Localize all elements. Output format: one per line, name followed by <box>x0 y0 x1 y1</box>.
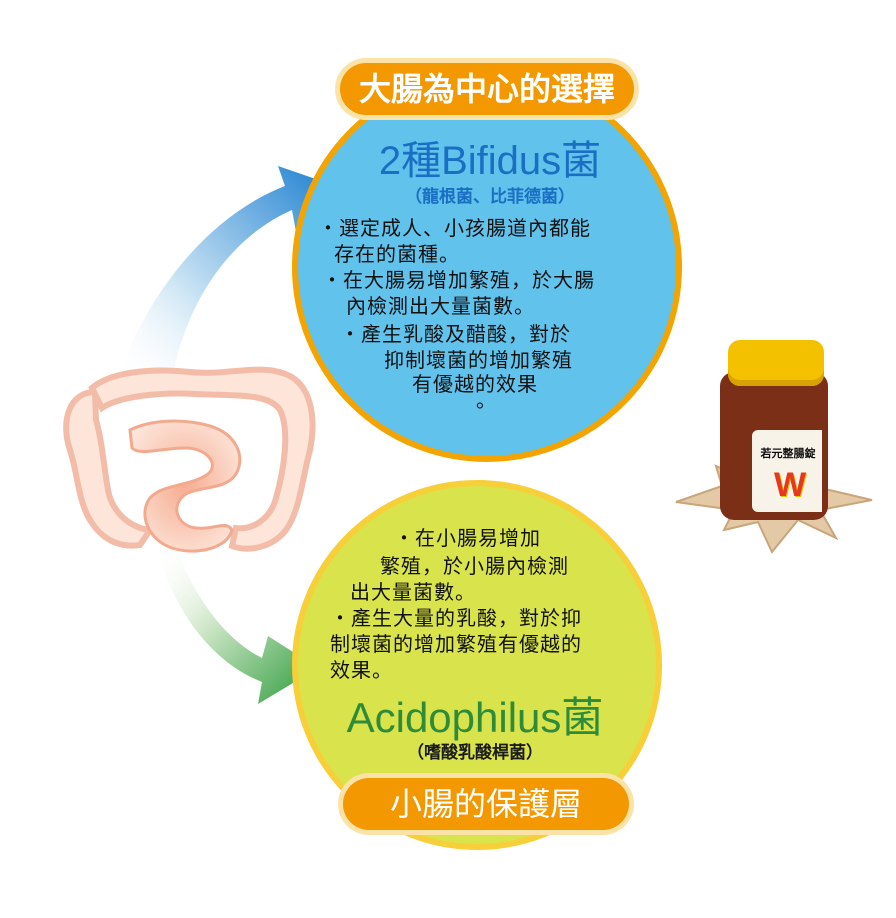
bifidus-line-7: 有優越的效果 <box>412 372 538 396</box>
product-name: 若元整腸錠 <box>760 447 816 460</box>
acidophilus-line-4: ・產生大量的乳酸，對於抑 <box>330 606 582 630</box>
product-logo: W <box>773 466 807 504</box>
blue-arrow <box>120 166 336 380</box>
acidophilus-line-6: 效果。 <box>330 658 393 682</box>
bifidus-line-8: 。 <box>476 388 497 412</box>
bottle-label <box>752 430 822 512</box>
bifidus-subtitle: （龍根菌、比菲德菌） <box>405 187 575 206</box>
green-arrow <box>160 548 318 704</box>
acidophilus-line-1: ・在小腸易增加 <box>394 526 541 550</box>
bifidus-title: 2種Bifidus菌 <box>378 139 602 183</box>
large-intestine-icon <box>63 366 316 553</box>
acidophilus-line-3: 出大量菌數。 <box>350 580 476 604</box>
bifidus-line-2: 存在的菌種。 <box>334 242 460 266</box>
acidophilus-line-5: 制壞菌的增加繁殖有優越的 <box>330 632 582 656</box>
bottle-cap <box>728 340 824 386</box>
bifidus-line-1: ・選定成人、小孩腸道內都能 <box>318 216 591 240</box>
acidophilus-subtitle: （嗜酸乳酸桿菌） <box>407 743 543 762</box>
acidophilus-title: Acidophilus菌 <box>346 694 604 741</box>
bifidus-line-6: 抑制壞菌的增加繁殖 <box>384 348 573 372</box>
bifidus-line-3: ・在大腸易增加繁殖，於大腸 <box>322 268 595 292</box>
large-intestine-banner: 大腸為中心的選擇 <box>340 63 634 115</box>
bifidus-line-4: 內檢測出大量菌數。 <box>346 294 535 318</box>
acidophilus-line-2: 繁殖，於小腸內檢測 <box>380 554 569 578</box>
small-intestine-banner: 小腸的保護層 <box>343 778 629 830</box>
bifidus-line-5: ・產生乳酸及醋酸，對於 <box>340 322 571 346</box>
